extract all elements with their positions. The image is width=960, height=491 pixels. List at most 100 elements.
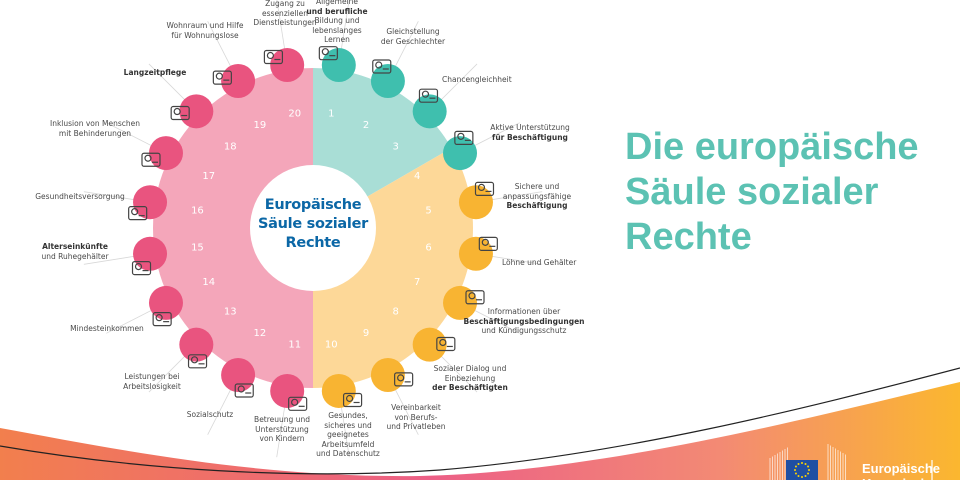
info-shield-icon	[465, 290, 485, 305]
principle-circle	[133, 236, 168, 271]
principle-label-line: Arbeitsumfeld	[321, 439, 375, 449]
principle-label-line: Zugang zu	[265, 0, 305, 8]
eu-flag-star	[808, 469, 810, 471]
icon-shape	[397, 374, 405, 382]
principle-label-line: Wohnraum und Hilfe	[166, 21, 244, 30]
principle-label-line: Sozialer Dialog und	[433, 364, 507, 373]
center-title-line: Rechte	[285, 235, 341, 251]
principle-label-line: Sozialschutz	[186, 410, 234, 419]
eu-flag-star	[804, 475, 807, 478]
icon-shape	[215, 72, 223, 80]
principle-label-line: Leistungen bei	[124, 372, 180, 381]
icon-shape	[481, 238, 489, 246]
principle-circle	[221, 63, 256, 98]
principle-label: Chancengleichheit	[442, 75, 512, 85]
principle-circle	[443, 136, 478, 171]
principle-label-line: Aktive Unterstützung	[490, 123, 570, 132]
principle-label-line: und Kündigungsschutz	[481, 326, 567, 336]
principle-label: Mindesteinkommen	[70, 324, 144, 334]
principle-label-line: Einbeziehung	[444, 373, 496, 383]
principle-number: 3	[393, 141, 399, 152]
icon-shape	[321, 48, 329, 56]
principle-number: 11	[288, 340, 301, 351]
principle-circle	[412, 327, 447, 362]
icon-shape	[454, 130, 474, 145]
icon-shape	[418, 88, 439, 103]
principle-label-line: der Beschäftigten	[432, 383, 508, 393]
principle-number: 15	[191, 242, 204, 253]
house-bed-icon	[212, 70, 232, 85]
icon-shape	[237, 385, 245, 393]
principle-circle	[270, 48, 305, 83]
principle-label-line: sicheres und	[324, 420, 372, 430]
eu-flag-star	[797, 475, 800, 478]
principle-label-line: Bildung und	[314, 16, 360, 26]
principle-circle	[148, 285, 183, 320]
principle-label-line: Vereinbarkeit	[391, 403, 441, 412]
principle-label-line: und berufliche	[306, 6, 368, 16]
icon-shape	[266, 51, 275, 60]
icon-shape	[134, 262, 143, 271]
icon-shape	[234, 383, 254, 398]
wheelchair-desk-icon	[141, 152, 161, 167]
principle-label-line: und Datenschutz	[316, 449, 380, 459]
principle-label-line: und Ruhegehälter	[41, 251, 109, 261]
principle-label-line: Allgemeine	[315, 0, 359, 6]
icon-shape	[152, 312, 172, 327]
icon-shape	[170, 105, 190, 121]
logo-line: Europäische	[862, 461, 941, 476]
principle-label-line: für Beschäftigung	[492, 132, 568, 142]
logo-line: Kommission	[862, 476, 941, 491]
principle-label-line: Gleichstellung	[386, 27, 440, 36]
lightbulb-hand-icon	[263, 49, 284, 65]
principle-label-line: für Wohnungslose	[171, 30, 239, 40]
principle-circle	[412, 94, 447, 129]
eu-flag-star	[807, 465, 810, 468]
principle-circle	[370, 358, 405, 393]
medical-kit-icon	[128, 206, 148, 221]
principle-label: Langzeitpflege	[124, 68, 187, 78]
icon-shape	[131, 260, 152, 276]
icon-shape	[128, 206, 148, 221]
principle-circle	[221, 358, 256, 393]
icon-shape	[345, 394, 354, 403]
principle-number: 14	[202, 277, 215, 288]
eu-flag-star	[804, 462, 807, 465]
parent-child-briefcase-icon	[394, 372, 414, 387]
coins-growth-icon	[478, 236, 498, 251]
coins-hand-icon	[152, 312, 172, 327]
eu-commission-logo	[769, 444, 933, 480]
principle-number: 13	[224, 307, 237, 318]
principle-circle	[321, 48, 356, 83]
principle-label-line: Unterstützung	[255, 424, 309, 434]
principle-label-line: Löhne und Gehälter	[502, 258, 577, 267]
principle-number: 1	[328, 108, 334, 119]
principle-label-line: lebenslanges	[312, 25, 362, 35]
principle-label-line: Dienstleistungen	[253, 18, 317, 28]
presentation-icon	[454, 130, 474, 145]
principle-label: Sozialschutz	[187, 410, 233, 420]
eu-flag	[786, 460, 818, 480]
icon-shape	[190, 356, 199, 364]
principle-number: 20	[288, 108, 301, 119]
icon-shape	[263, 49, 284, 65]
center-title-line: Europäische	[264, 197, 362, 213]
icon-shape	[457, 132, 465, 140]
principle-label-line: Arbeitslosigkeit	[123, 381, 181, 391]
principle-circle	[148, 136, 183, 171]
principle-label-line: Informationen über	[487, 307, 561, 316]
slide-title-line: Die europäische	[625, 126, 919, 168]
icon-shape	[187, 354, 208, 369]
helping-stairs-icon	[418, 88, 439, 103]
eu-flag-star	[801, 462, 803, 464]
icon-shape	[318, 46, 338, 61]
icon-shape	[439, 338, 447, 347]
